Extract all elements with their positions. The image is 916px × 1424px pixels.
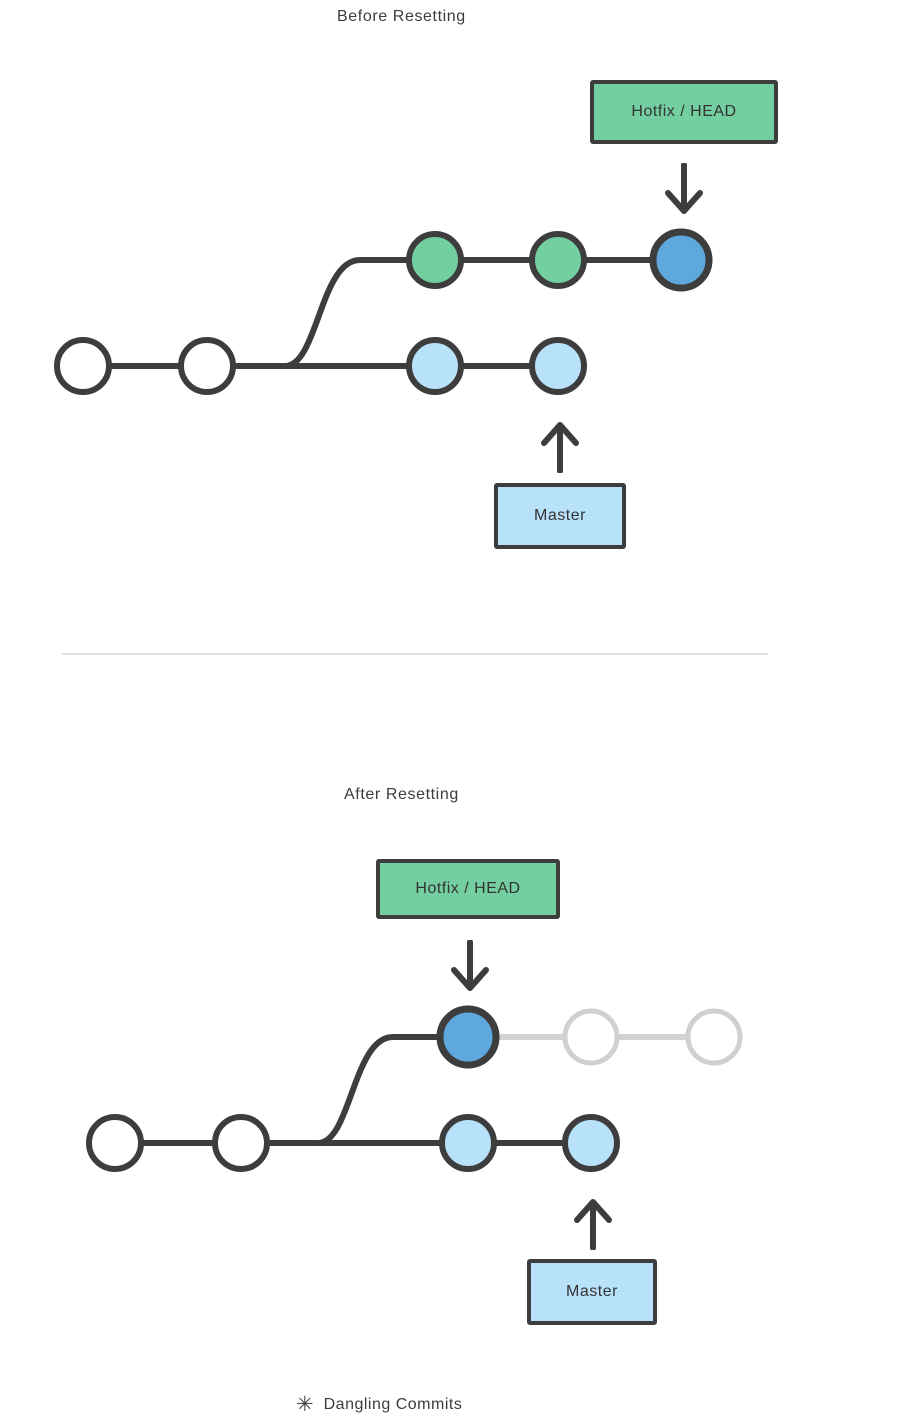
commit-graph-after: [86, 1005, 743, 1172]
asterisk-icon: ✳: [296, 1392, 314, 1416]
commit-node-master-1[interactable]: [86, 1114, 144, 1172]
legend-label: Dangling Commits: [323, 1395, 463, 1413]
master-label-after[interactable]: Master: [527, 1259, 657, 1325]
hotfix-head-label-after[interactable]: Hotfix / HEAD: [376, 859, 560, 919]
commit-node-hotfix-1[interactable]: [406, 231, 464, 289]
commit-node-master-2[interactable]: [212, 1114, 270, 1172]
commit-node-dangling-2[interactable]: [685, 1008, 743, 1066]
arrow-down-icon-after: [451, 940, 489, 991]
commit-node-master-2[interactable]: [178, 337, 236, 395]
commit-node-master-4[interactable]: [529, 337, 587, 395]
commit-graph-before: [54, 228, 713, 395]
branch-curve-before: [282, 257, 438, 369]
master-label-before[interactable]: Master: [494, 483, 626, 549]
commit-node-master-4[interactable]: [562, 1114, 620, 1172]
section-title-before: Before Resetting: [337, 8, 466, 25]
commit-node-dangling-1[interactable]: [562, 1008, 620, 1066]
commit-node-hotfix-head[interactable]: [436, 1005, 500, 1069]
commit-node-hotfix-2[interactable]: [529, 231, 587, 289]
section-divider: [62, 653, 768, 655]
arrow-down-icon-before: [665, 163, 703, 214]
commit-node-master-3[interactable]: [439, 1114, 497, 1172]
legend: ✳ Dangling Commits: [296, 1394, 462, 1415]
commit-node-master-1[interactable]: [54, 337, 112, 395]
commit-node-hotfix-head[interactable]: [649, 228, 713, 292]
commit-node-master-3[interactable]: [406, 337, 464, 395]
branch-curve-after: [315, 1034, 471, 1146]
hotfix-head-label-before[interactable]: Hotfix / HEAD: [590, 80, 778, 144]
arrow-up-icon-before: [541, 422, 579, 473]
arrow-up-icon-after: [574, 1199, 612, 1250]
section-title-after: After Resetting: [344, 786, 459, 803]
